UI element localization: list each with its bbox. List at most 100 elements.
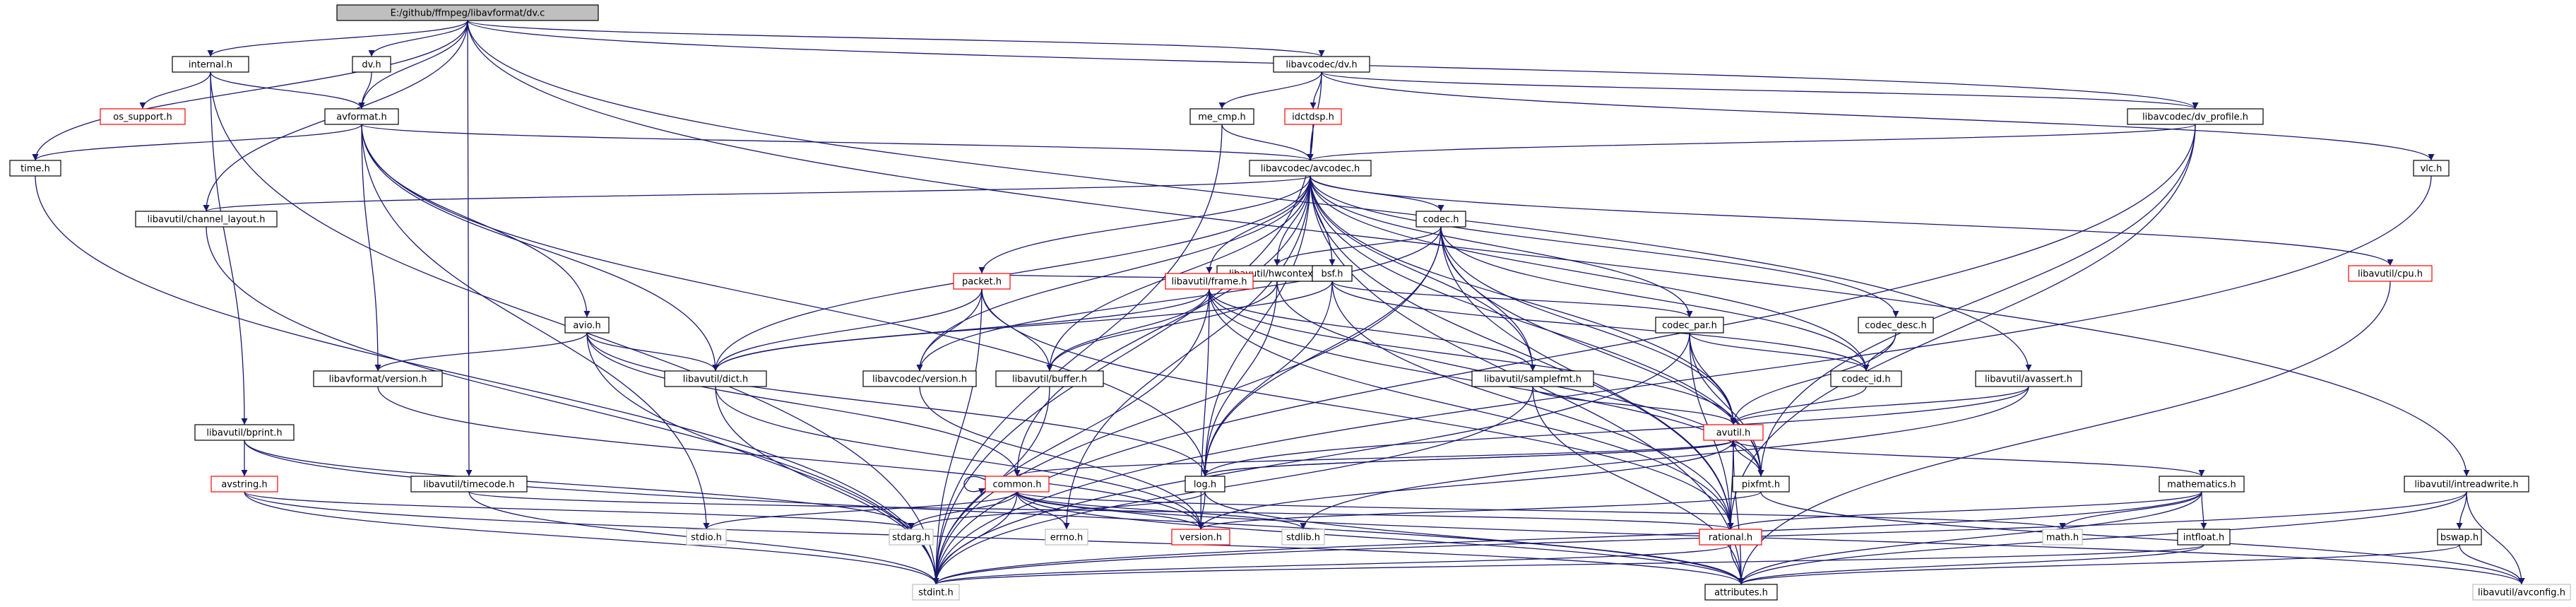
node-codec_par[interactable]: codec_par.h	[1655, 317, 1724, 334]
node-box-avutil[interactable]	[1703, 424, 1764, 441]
node-box-stdlib[interactable]	[1281, 529, 1325, 546]
node-box-avformat[interactable]	[324, 108, 399, 125]
node-lcversion[interactable]: libavcodec/version.h	[862, 370, 977, 387]
node-box-avcodec[interactable]	[1249, 160, 1372, 177]
node-errno[interactable]: errno.h	[1045, 529, 1088, 546]
node-box-lcdvprof[interactable]	[2127, 108, 2264, 125]
node-box-time[interactable]	[9, 160, 61, 177]
node-box-intreadwrite[interactable]	[2404, 476, 2529, 493]
node-stdint[interactable]: stdint.h	[912, 584, 960, 601]
node-box-attributes[interactable]	[1704, 584, 1778, 601]
node-box-lfversion[interactable]	[313, 370, 443, 387]
node-box-codec[interactable]	[1415, 211, 1466, 228]
node-samplefmt[interactable]: libavutil/samplefmt.h	[1471, 370, 1594, 387]
node-avformat[interactable]: avformat.h	[324, 108, 399, 125]
node-box-log[interactable]	[1185, 476, 1225, 493]
node-lfversion[interactable]: libavformat/version.h	[313, 370, 443, 387]
node-chlayout[interactable]: libavutil/channel_layout.h	[135, 211, 278, 228]
node-box-lcdvh[interactable]	[1273, 56, 1370, 73]
node-cpu[interactable]: libavutil/cpu.h	[2348, 265, 2433, 282]
node-codec[interactable]: codec.h	[1415, 211, 1466, 228]
node-box-bprint[interactable]	[194, 424, 295, 441]
node-avcodec[interactable]: libavcodec/avcodec.h	[1249, 160, 1372, 177]
node-box-bswap[interactable]	[2437, 529, 2482, 546]
node-box-avassert[interactable]	[1975, 370, 2082, 387]
node-attributes[interactable]: attributes.h	[1704, 584, 1778, 601]
node-avconfig[interactable]: libavutil/avconfig.h	[2472, 584, 2571, 601]
node-idctdsp[interactable]: idctdsp.h	[1284, 108, 1342, 125]
node-box-version[interactable]	[1171, 529, 1230, 546]
node-stdarg[interactable]: stdarg.h	[889, 529, 934, 546]
node-box-internal[interactable]	[172, 56, 249, 73]
node-box-os_support[interactable]	[100, 108, 186, 125]
node-box-stdio[interactable]	[686, 529, 727, 546]
node-pixfmt[interactable]: pixfmt.h	[1732, 476, 1790, 493]
node-box-rational[interactable]	[1699, 529, 1762, 546]
node-box-me_cmp[interactable]	[1189, 108, 1254, 125]
node-lcdvprof[interactable]: libavcodec/dv_profile.h	[2127, 108, 2264, 125]
node-time[interactable]: time.h	[9, 160, 61, 177]
node-version[interactable]: version.h	[1171, 529, 1230, 546]
node-box-intfloat[interactable]	[2177, 529, 2231, 546]
node-box-dict[interactable]	[664, 370, 767, 387]
node-box-dvh[interactable]	[352, 56, 391, 73]
node-box-avstring[interactable]	[210, 476, 278, 493]
node-box-mathematics[interactable]	[2159, 476, 2245, 493]
node-label: libavutil/dict.h	[683, 375, 749, 385]
node-mathematics[interactable]: mathematics.h	[2159, 476, 2245, 493]
node-log[interactable]: log.h	[1185, 476, 1225, 493]
node-avassert[interactable]: libavutil/avassert.h	[1975, 370, 2082, 387]
node-box-math[interactable]	[2042, 529, 2083, 546]
node-codec_id[interactable]: codec_id.h	[1830, 370, 1902, 387]
node-box-timecode[interactable]	[410, 476, 528, 493]
node-avstring[interactable]: avstring.h	[210, 476, 278, 493]
edge	[1532, 386, 1745, 585]
node-box-root[interactable]	[336, 4, 599, 21]
node-box-lcversion[interactable]	[862, 370, 977, 387]
node-frame[interactable]: libavutil/frame.h	[1165, 273, 1254, 290]
node-box-samplefmt[interactable]	[1471, 370, 1594, 387]
node-buffer[interactable]: libavutil/buffer.h	[995, 370, 1104, 387]
node-box-codec_desc[interactable]	[1858, 317, 1934, 334]
node-math[interactable]: math.h	[2042, 529, 2083, 546]
node-box-stdarg[interactable]	[889, 529, 934, 546]
node-box-stdint[interactable]	[912, 584, 960, 601]
node-avio[interactable]: avio.h	[564, 317, 610, 334]
node-common[interactable]: common.h	[985, 476, 1050, 493]
node-box-buffer[interactable]	[995, 370, 1104, 387]
node-stdio[interactable]: stdio.h	[686, 529, 727, 546]
node-box-avio[interactable]	[564, 317, 610, 334]
node-box-cpu[interactable]	[2348, 265, 2433, 282]
node-bprint[interactable]: libavutil/bprint.h	[194, 424, 295, 441]
node-box-pixfmt[interactable]	[1732, 476, 1790, 493]
node-vlc[interactable]: vlc.h	[2413, 160, 2450, 177]
node-box-chlayout[interactable]	[135, 211, 278, 228]
node-box-vlc[interactable]	[2413, 160, 2450, 177]
node-box-codec_id[interactable]	[1830, 370, 1902, 387]
node-dvh[interactable]: dv.h	[352, 56, 391, 73]
node-internal[interactable]: internal.h	[172, 56, 249, 73]
node-box-bsf[interactable]	[1312, 265, 1353, 282]
node-timecode[interactable]: libavutil/timecode.h	[410, 476, 528, 493]
node-os_support[interactable]: os_support.h	[100, 108, 186, 125]
node-bswap[interactable]: bswap.h	[2437, 529, 2482, 546]
node-box-frame[interactable]	[1165, 273, 1254, 290]
node-box-idctdsp[interactable]	[1284, 108, 1342, 125]
node-intreadwrite[interactable]: libavutil/intreadwrite.h	[2404, 476, 2529, 493]
node-bsf[interactable]: bsf.h	[1312, 265, 1353, 282]
node-box-common[interactable]	[985, 476, 1050, 493]
node-box-avconfig[interactable]	[2472, 584, 2571, 601]
node-stdlib[interactable]: stdlib.h	[1281, 529, 1325, 546]
node-box-errno[interactable]	[1045, 529, 1088, 546]
node-packet[interactable]: packet.h	[953, 273, 1011, 290]
node-avutil[interactable]: avutil.h	[1703, 424, 1764, 441]
node-box-codec_par[interactable]	[1655, 317, 1724, 334]
node-codec_desc[interactable]: codec_desc.h	[1858, 317, 1934, 334]
node-root[interactable]: E:/github/ffmpeg/libavformat/dv.c	[336, 4, 599, 21]
node-lcdvh[interactable]: libavcodec/dv.h	[1273, 56, 1370, 73]
node-intfloat[interactable]: intfloat.h	[2177, 529, 2231, 546]
node-rational[interactable]: rational.h	[1699, 529, 1762, 546]
node-me_cmp[interactable]: me_cmp.h	[1189, 108, 1254, 125]
node-dict[interactable]: libavutil/dict.h	[664, 370, 767, 387]
node-box-packet[interactable]	[953, 273, 1011, 290]
